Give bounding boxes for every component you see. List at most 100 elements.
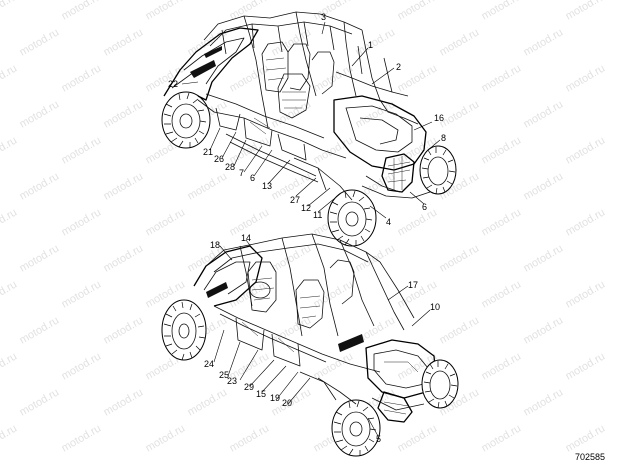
- decal-cargo-side: [204, 46, 222, 58]
- watermark-text: motod.ru: [270, 314, 314, 346]
- watermark-text: motod.ru: [144, 62, 188, 94]
- callout-19: 19: [270, 393, 280, 403]
- watermark-text: motod.ru: [18, 314, 62, 346]
- watermark-text: motod.ru: [186, 242, 230, 274]
- callout-12: 12: [301, 203, 311, 213]
- watermark-text: motod.ru: [18, 170, 62, 202]
- watermark-text: motod.ru: [102, 170, 146, 202]
- callout-28: 28: [225, 162, 235, 172]
- watermark-text: motod.ru: [102, 314, 146, 346]
- callout-22: 22: [168, 79, 178, 89]
- watermark-text: motod.ru: [18, 242, 62, 274]
- watermark-text: motod.ru: [18, 98, 62, 130]
- watermark-text: motod.ru: [522, 170, 566, 202]
- decal-rear-quarter: [190, 60, 216, 78]
- callout-26: 26: [214, 154, 224, 164]
- upper-callouts: 3 1 2 22 16 8 21 26 28 7 6 13 27 12 11 4…: [168, 12, 446, 227]
- watermark-text: motod.ru: [60, 350, 104, 382]
- callout-2: 2: [396, 62, 401, 72]
- watermark-text: motod.ru: [312, 350, 356, 382]
- watermark-text: motod.ru: [396, 0, 440, 23]
- watermark-text: motod.ru: [480, 422, 524, 454]
- watermark-text: motod.ru: [144, 0, 188, 23]
- callout-29: 29: [244, 382, 254, 392]
- watermark-layer: motod.ru motod.ru motod.ru motod.ru motod.ru…: [0, 0, 607, 455]
- watermark-text: motod.ru: [480, 0, 524, 23]
- front-right-wheel-lower: [421, 359, 459, 409]
- watermark-text: motod.ru: [480, 134, 524, 166]
- lower-callouts: 14 18 17 10 24 25 23 29 15 19 20 5: [204, 233, 440, 444]
- watermark-text: motod.ru: [0, 278, 19, 310]
- callout-9: 8: [441, 133, 446, 143]
- watermark-text: motod.ru: [0, 62, 19, 94]
- callout-4: 4: [386, 217, 391, 227]
- callout-24: 24: [204, 359, 214, 369]
- watermark-text: motod.ru: [522, 98, 566, 130]
- callout-13: 13: [262, 181, 272, 191]
- watermark-text: motod.ru: [18, 26, 62, 58]
- watermark-text: motod.ru: [144, 206, 188, 238]
- callout-6: 6: [422, 202, 427, 212]
- watermark-text: motod.ru: [60, 62, 104, 94]
- callout-1: 1: [368, 40, 373, 50]
- watermark-text: motod.ru: [312, 0, 356, 23]
- watermark-text: motod.ru: [228, 422, 272, 454]
- watermark-text: motod.ru: [354, 26, 398, 58]
- watermark-text: motod.ru: [270, 98, 314, 130]
- front-left-wheel: [327, 189, 377, 247]
- watermark-text: motod.ru: [438, 314, 482, 346]
- watermark-text: motod.ru: [480, 278, 524, 310]
- watermark-text: motod.ru: [312, 278, 356, 310]
- watermark-text: motod.ru: [564, 350, 608, 382]
- watermark-text: motod.ru: [186, 386, 230, 418]
- watermark-text: motod.ru: [0, 134, 19, 166]
- watermark-text: motod.ru: [396, 62, 440, 94]
- watermark-text: motod.ru: [396, 422, 440, 454]
- lower-vehicle-illustration: [161, 233, 459, 457]
- callout-10: 10: [430, 302, 440, 312]
- callout-27: 27: [290, 195, 300, 205]
- callout-11: 11: [313, 210, 322, 220]
- watermark-text: motod.ru: [0, 422, 19, 454]
- callout-23: 23: [227, 376, 237, 386]
- watermark-text: motod.ru: [522, 314, 566, 346]
- watermark-text: motod.ru: [102, 98, 146, 130]
- watermark-text: motod.ru: [396, 206, 440, 238]
- watermark-text: motod.ru: [480, 62, 524, 94]
- upper-vehicle-illustration: [161, 11, 457, 247]
- decal-rear-panel: [206, 282, 228, 298]
- callout-8: 7: [239, 168, 244, 178]
- watermark-text: motod.ru: [18, 386, 62, 418]
- callout-21: 21: [203, 147, 213, 157]
- watermark-text: motod.ru: [564, 134, 608, 166]
- callout-7: 6: [250, 173, 255, 183]
- watermark-text: motod.ru: [522, 26, 566, 58]
- watermark-text: motod.ru: [522, 386, 566, 418]
- callout-15: 15: [256, 389, 266, 399]
- watermark-text: motod.ru: [102, 26, 146, 58]
- watermark-text: motod.ru: [0, 206, 19, 238]
- watermark-text: motod.ru: [60, 278, 104, 310]
- watermark-text: motod.ru: [480, 350, 524, 382]
- watermark-text: motod.ru: [522, 242, 566, 274]
- watermark-text: motod.ru: [564, 0, 608, 23]
- callout-18: 18: [210, 240, 220, 250]
- watermark-text: motod.ru: [186, 170, 230, 202]
- watermark-text: motod.ru: [564, 422, 608, 454]
- callout-5: 5: [376, 434, 381, 444]
- rear-right-wheel: [161, 299, 207, 361]
- watermark-text: motod.ru: [0, 350, 19, 382]
- callout-14: 14: [241, 233, 251, 243]
- callout-25: 25: [219, 370, 229, 380]
- watermark-text: motod.ru: [480, 206, 524, 238]
- watermark-text: motod.ru: [438, 242, 482, 274]
- watermark-text: motod.ru: [60, 206, 104, 238]
- watermark-text: motod.ru: [60, 422, 104, 454]
- callout-20: 20: [282, 398, 292, 408]
- callout-3: 3: [321, 12, 326, 22]
- callout-17: 17: [408, 280, 418, 290]
- watermark-text: motod.ru: [60, 0, 104, 23]
- watermark-text: motod.ru: [144, 422, 188, 454]
- watermark-text: motod.ru: [102, 242, 146, 274]
